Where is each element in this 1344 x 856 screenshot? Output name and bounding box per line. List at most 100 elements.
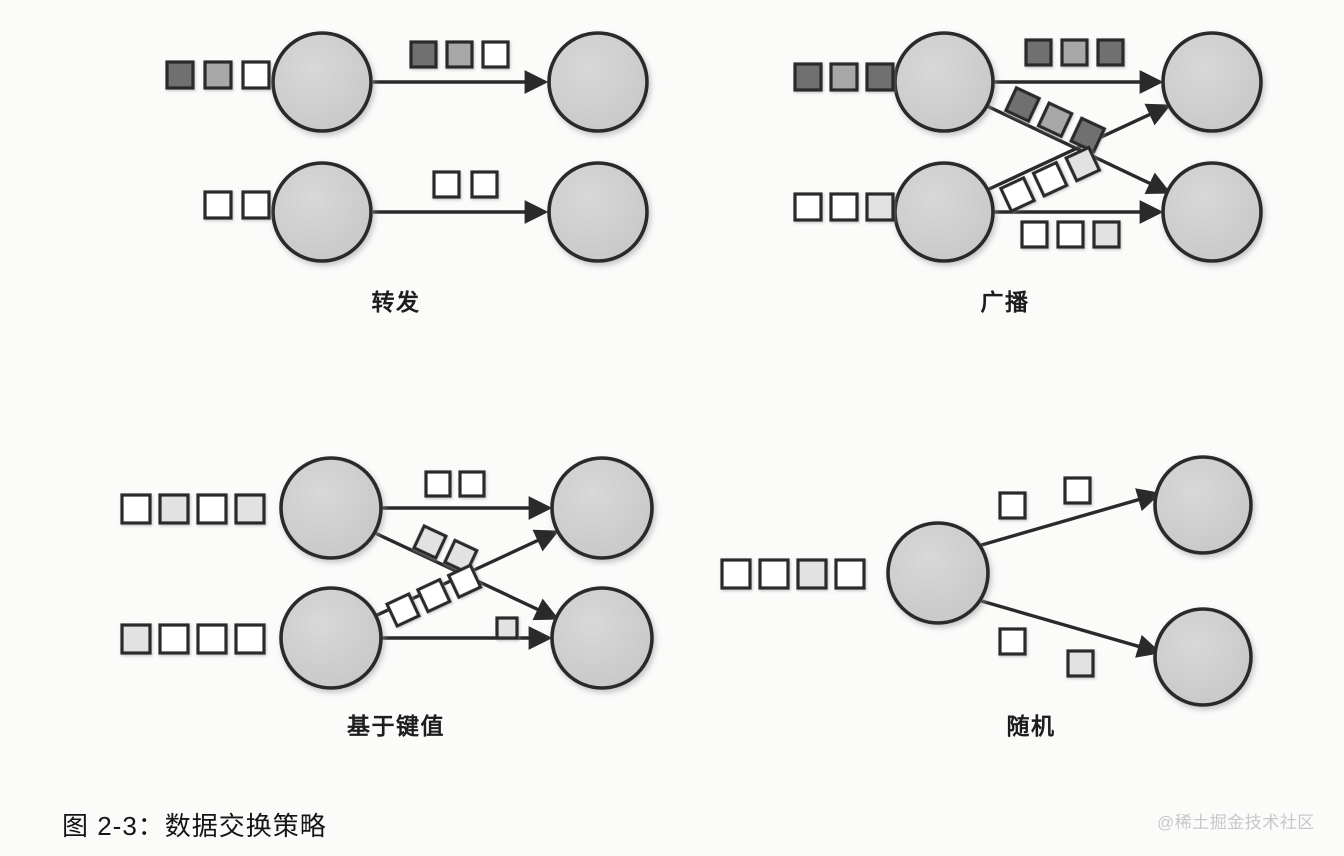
record-square — [1060, 38, 1089, 67]
record-square — [445, 40, 474, 69]
key-based-input-stream-upper — [120, 493, 266, 525]
broadcast-edge-stream-lower-to-lower — [1020, 220, 1121, 249]
broadcast-node-source-upper — [893, 31, 995, 133]
record-square — [720, 558, 752, 590]
forward-edge-stream-lower — [432, 170, 499, 199]
panel-label-key-based: 基于键值 — [347, 713, 445, 739]
record-square — [196, 623, 228, 655]
edges-group — [373, 70, 549, 224]
record-square — [1031, 160, 1069, 199]
key-based-input-stream-lower — [120, 623, 266, 655]
record-square — [1066, 649, 1095, 678]
forward-node-sink-lower — [547, 161, 649, 263]
broadcast-input-stream-lower — [793, 192, 895, 222]
record-square — [165, 60, 195, 90]
record-square — [998, 175, 1037, 214]
record-square — [234, 623, 266, 655]
forward-node-source-lower — [271, 161, 373, 263]
record-square — [865, 62, 895, 92]
key-based-node-sink-lower — [550, 586, 654, 690]
record-square — [120, 623, 152, 655]
panel-random — [720, 455, 1253, 707]
record-square — [158, 623, 190, 655]
record-square — [158, 493, 190, 525]
broadcast-edge-stream-upper-to-lower — [1003, 85, 1107, 154]
record-square — [1036, 100, 1074, 139]
records-group — [793, 38, 1125, 249]
broadcast-edge-stream-lower-to-upper — [998, 145, 1102, 214]
random-edge-stream-upper-a — [998, 491, 1027, 520]
record-square — [384, 591, 422, 629]
record-square — [241, 190, 271, 220]
panel-label-random: 随机 — [1006, 713, 1056, 739]
key-based-node-source-lower — [279, 586, 383, 690]
records-group — [720, 476, 1095, 678]
edges-group — [986, 70, 1172, 224]
key-based-edge-stream-upper-to-upper — [424, 470, 486, 498]
record-square — [458, 470, 486, 498]
record-square — [424, 470, 452, 498]
figure-caption: 图 2-3：数据交换策略 — [62, 811, 327, 841]
record-square — [432, 170, 461, 199]
panel-forward — [165, 31, 649, 263]
broadcast-input-stream-upper — [793, 62, 895, 92]
record-square — [446, 563, 483, 600]
record-square — [120, 493, 152, 525]
record-square — [196, 493, 228, 525]
record-square — [1056, 220, 1085, 249]
record-square — [495, 616, 519, 640]
edges-group — [977, 488, 1162, 658]
record-square — [203, 60, 233, 90]
record-square — [758, 558, 790, 590]
record-square — [409, 40, 438, 69]
record-square — [1003, 85, 1042, 124]
record-square — [829, 62, 859, 92]
random-node-source-center — [886, 521, 990, 625]
forward-node-sink-upper — [547, 31, 649, 133]
broadcast-edge-lower-to-upper — [986, 103, 1172, 192]
key-based-edge-stream-upper-to-lower — [411, 523, 479, 575]
records-group — [120, 470, 519, 655]
record-square — [865, 192, 895, 222]
panel-key-based — [120, 456, 654, 690]
watermark: @稀土掘金技术社区 — [1157, 813, 1315, 832]
record-square — [1020, 220, 1049, 249]
random-edge-stream-lower-b — [1066, 649, 1095, 678]
record-square — [1063, 476, 1092, 505]
key-based-edge-stream-lower-to-lower — [495, 616, 519, 640]
random-edge-to-lower — [977, 598, 1162, 658]
key-based-edge-stream-lower-to-upper — [384, 563, 483, 629]
panel-broadcast — [793, 31, 1263, 263]
panel-label-forward: 转发 — [371, 289, 421, 315]
key-based-node-sink-upper — [550, 456, 654, 560]
record-square — [829, 192, 859, 222]
records-group — [165, 40, 510, 220]
nodes-group — [893, 31, 1263, 263]
random-edge-to-upper — [977, 488, 1162, 548]
random-node-sink-lower — [1153, 607, 1253, 707]
random-input-stream — [720, 558, 866, 590]
forward-input-stream-upper — [165, 60, 271, 90]
record-square — [470, 170, 499, 199]
record-square — [834, 558, 866, 590]
forward-edge-stream-upper — [409, 40, 510, 69]
forward-node-source-upper — [271, 31, 373, 133]
record-square — [203, 190, 233, 220]
record-square — [411, 523, 449, 561]
record-square — [796, 558, 828, 590]
forward-input-stream-lower — [203, 190, 271, 220]
record-square — [415, 577, 452, 614]
record-square — [1024, 38, 1053, 67]
broadcast-node-source-lower — [893, 161, 995, 263]
record-square — [1092, 220, 1121, 249]
record-square — [241, 60, 271, 90]
random-edge-stream-lower-a — [998, 627, 1027, 656]
record-square — [1096, 38, 1125, 67]
record-square — [793, 62, 823, 92]
record-square — [998, 627, 1027, 656]
random-node-sink-upper — [1153, 455, 1253, 555]
record-square — [998, 491, 1027, 520]
broadcast-edge-stream-upper-to-upper — [1024, 38, 1125, 67]
